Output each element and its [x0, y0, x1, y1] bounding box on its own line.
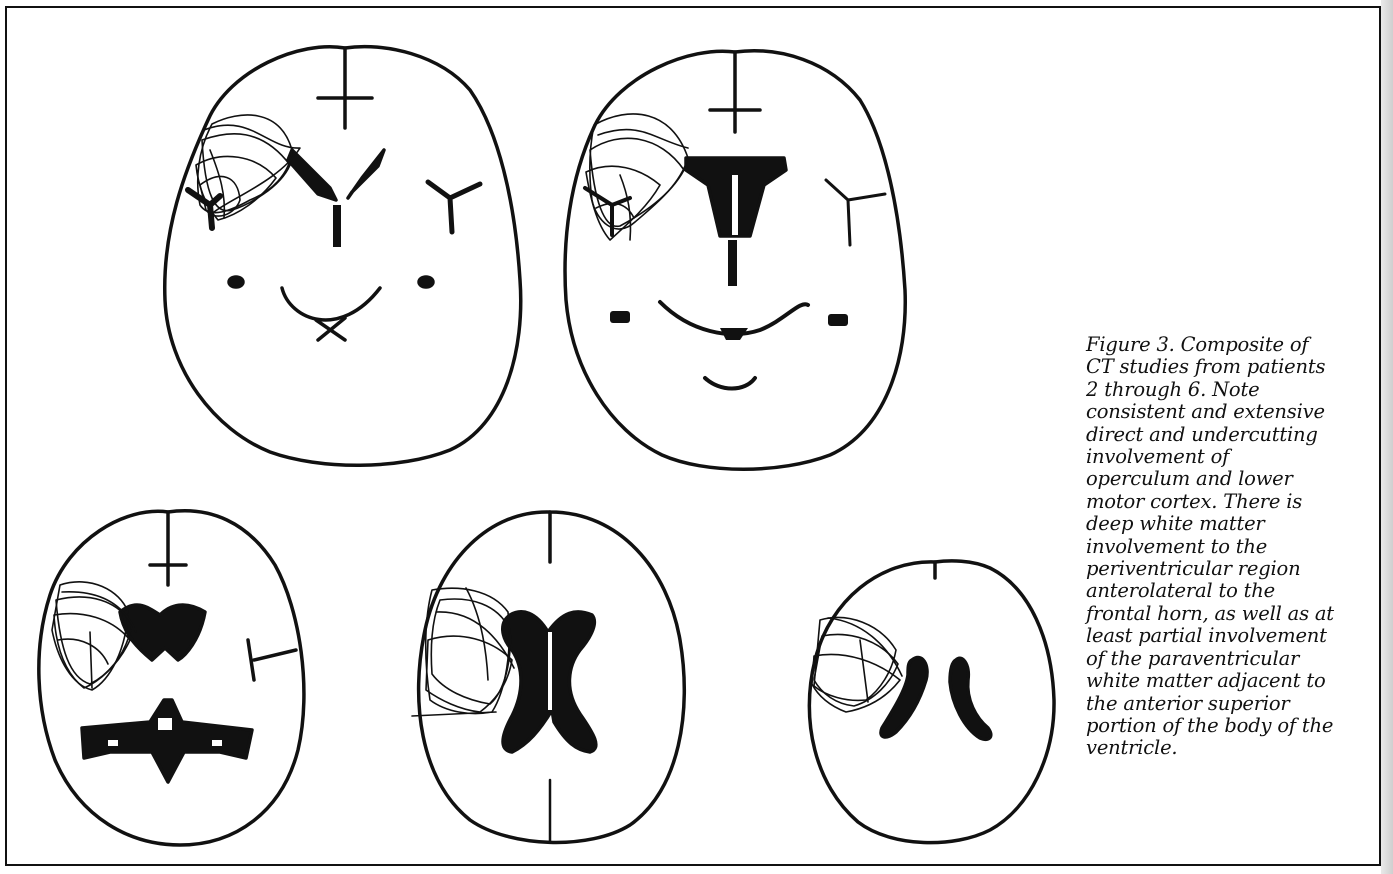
third-ventricle [728, 240, 737, 286]
caption-line: CT studies from patients [1086, 356, 1378, 378]
midline-fissure [710, 52, 760, 132]
caption-line: consistent and extensive [1086, 401, 1378, 423]
quadrigeminal-plate [720, 328, 748, 340]
septum [732, 175, 738, 235]
fourth-ventricle-curve [705, 378, 755, 389]
midline-fissure [318, 48, 372, 128]
caption-line: 2 through 6. Note [1086, 379, 1378, 401]
caption-line: the anterior superior [1086, 693, 1378, 715]
septum [333, 205, 341, 247]
midline-fissure [150, 512, 186, 585]
caption-line: frontal horn, as well as at [1086, 603, 1378, 625]
ct-slice-1 [165, 47, 521, 466]
cistern-gap-center [158, 718, 172, 730]
frontal-horn-right [348, 150, 384, 198]
ct-slice-4 [412, 512, 684, 843]
caption-line: direct and undercutting [1086, 424, 1378, 446]
lesion-outlines [412, 588, 514, 716]
septum [548, 632, 552, 710]
ct-slice-5 [809, 561, 1054, 843]
caption-line: white matter adjacent to [1086, 670, 1378, 692]
caption-line: Figure 3. Composite of [1086, 334, 1378, 356]
caption-line: motor cortex. There is [1086, 491, 1378, 513]
lesion-outlines [52, 582, 136, 690]
figure-caption: Figure 3. Composite of CT studies from p… [1086, 334, 1378, 760]
frontal-horns [120, 605, 205, 660]
caption-line: deep white matter [1086, 513, 1378, 535]
third-ventricle-curve [282, 288, 380, 320]
cistern-gap-left [108, 740, 118, 746]
sylvian-fissure-right [826, 180, 885, 245]
lateral-ventricle-right [950, 658, 991, 739]
caption-line: ventricle. [1086, 737, 1378, 759]
sylvian-fissure-right [248, 640, 296, 680]
temporal-horn-right [828, 314, 848, 326]
temporal-horn-right [419, 277, 433, 287]
caption-line: operculum and lower [1086, 468, 1378, 490]
caption-line: portion of the body of the [1086, 715, 1378, 737]
ct-slice-2 [565, 51, 905, 469]
caption-line: periventricular region [1086, 558, 1378, 580]
cistern-gap-right [212, 740, 222, 746]
basal-cisterns [82, 700, 252, 782]
skull-outline [809, 561, 1054, 843]
caption-line: of the paraventricular [1086, 648, 1378, 670]
caption-line: involvement of [1086, 446, 1378, 468]
lateral-ventricle-left [881, 658, 927, 737]
skull-outline [165, 47, 521, 466]
temporal-horn-left [229, 277, 243, 287]
caption-line: anterolateral to the [1086, 580, 1378, 602]
caption-line: involvement to the [1086, 536, 1378, 558]
lesion-outlines [586, 114, 688, 240]
frontal-horn-left [288, 150, 336, 200]
caption-line: least partial involvement [1086, 625, 1378, 647]
ct-slice-3 [39, 511, 304, 845]
sylvian-fissure-right [428, 182, 480, 232]
temporal-horn-left [610, 311, 630, 323]
